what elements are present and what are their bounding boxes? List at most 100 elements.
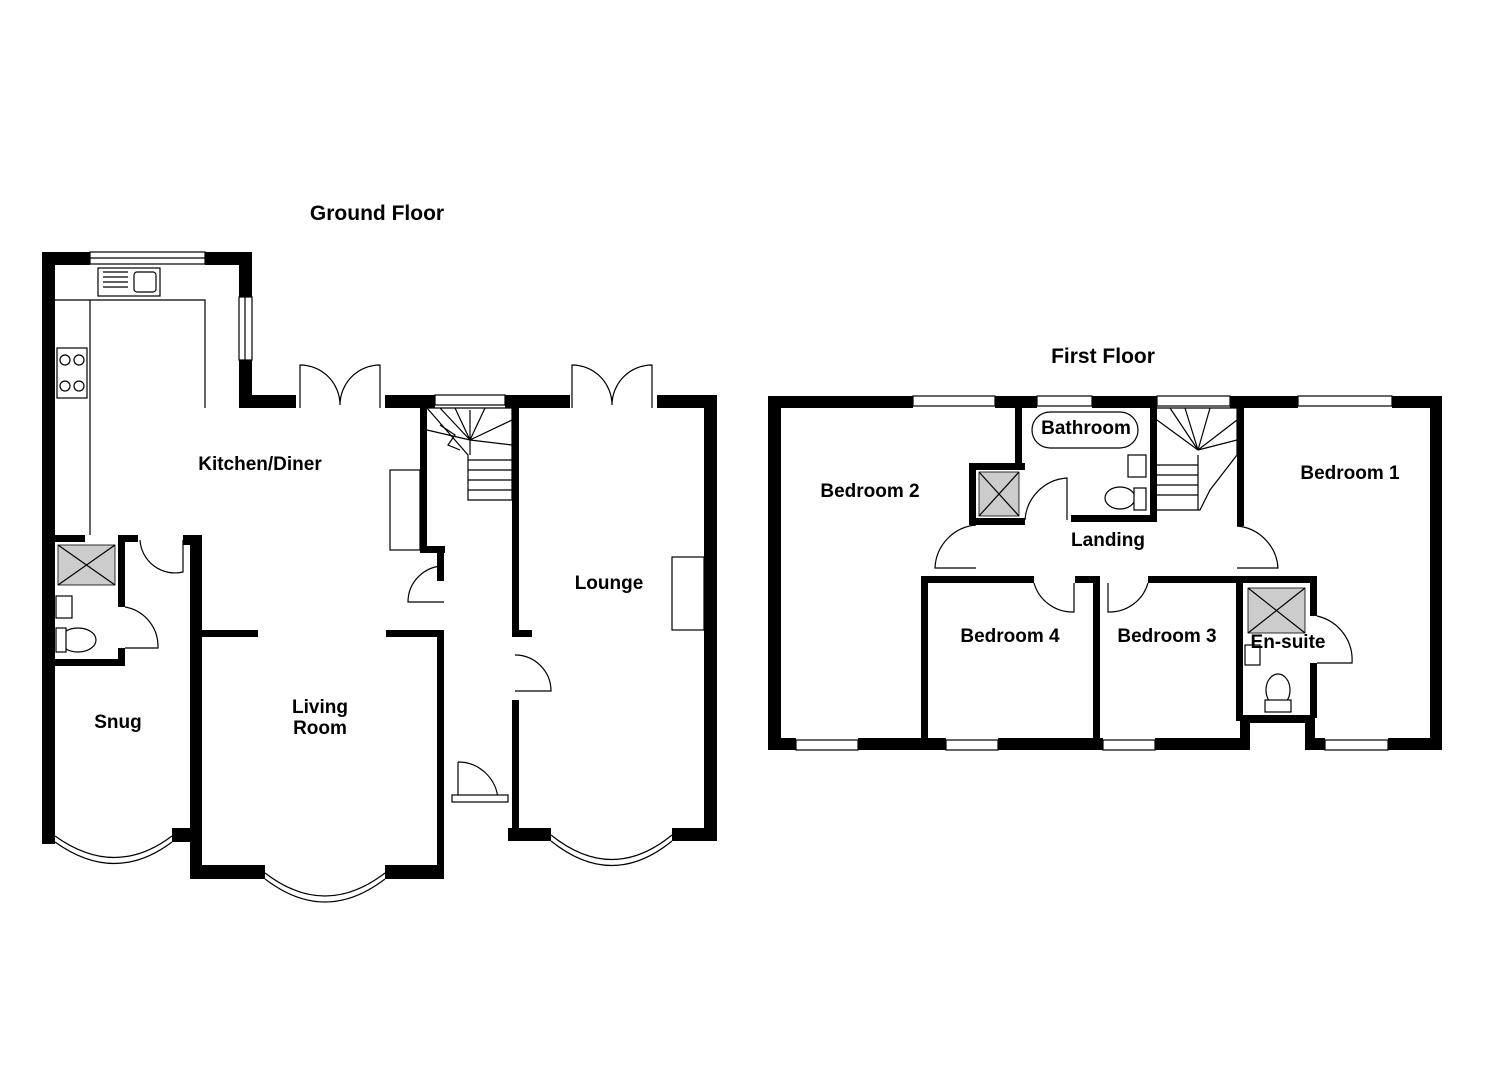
wall: [1075, 576, 1100, 583]
wall: [420, 395, 427, 550]
room-label: Bathroom: [1041, 418, 1131, 439]
wall: [386, 630, 441, 637]
wall: [1310, 576, 1317, 616]
bay-window: [264, 872, 386, 897]
door-arc-icon: [124, 606, 159, 649]
wall: [969, 518, 1025, 525]
wall: [1071, 515, 1157, 522]
wall: [1236, 576, 1243, 721]
door-frame: [451, 794, 509, 803]
bay-window: [264, 878, 386, 903]
wall: [1148, 576, 1243, 583]
wall: [1092, 396, 1157, 408]
wall: [183, 535, 190, 545]
room-label: Bedroom 4: [960, 626, 1060, 647]
room-label: Bedroom 1: [1300, 463, 1400, 484]
french-doors-kitchen-icon: [299, 364, 381, 408]
door-arc-icon: [139, 539, 184, 574]
first-floor-plan: First Floor: [768, 345, 1442, 751]
shower-tray-icon: [978, 471, 1020, 517]
wall: [437, 630, 444, 879]
wall: [48, 659, 125, 666]
wall: [1093, 576, 1100, 746]
wall: [704, 395, 717, 841]
wall: [672, 828, 717, 841]
wall: [657, 395, 717, 408]
toilet-cistern-icon: [55, 627, 67, 653]
hob-ring-icon: [73, 354, 85, 366]
wall: [118, 535, 138, 542]
first-floor-stairs-icon: [1156, 407, 1238, 511]
wall: [42, 252, 90, 265]
wall: [1392, 396, 1442, 408]
ground-floor-title: Ground Floor: [310, 202, 444, 225]
wall: [1388, 738, 1442, 750]
hob-ring-icon: [73, 380, 85, 392]
wall: [1305, 738, 1325, 750]
window: [795, 739, 859, 751]
wall: [437, 546, 444, 581]
shower-tray-icon: [1247, 587, 1306, 634]
drainer-icon: [103, 271, 128, 288]
wall: [190, 535, 202, 879]
door-arc-icon: [1107, 582, 1149, 613]
front-door-icon: [457, 761, 499, 801]
room-label: En-suite: [1251, 632, 1326, 653]
wall: [858, 738, 946, 750]
toilet-cistern-icon: [1264, 699, 1292, 713]
door-arc-icon: [934, 524, 977, 569]
wall: [969, 463, 1025, 470]
ground-floor-plan: Ground Floor: [42, 202, 717, 903]
room-label: Bedroom 2: [820, 481, 919, 502]
door-arc-icon: [514, 654, 552, 692]
wall: [239, 395, 296, 408]
wall: [48, 535, 85, 542]
room-label: Landing: [1071, 530, 1145, 551]
first-floor-title: First Floor: [1051, 345, 1155, 368]
wall: [118, 648, 125, 666]
wall: [1305, 715, 1315, 750]
shower-tray-icon: [57, 544, 116, 586]
wall: [202, 630, 258, 637]
window: [1297, 395, 1393, 407]
chimney-breast: [389, 469, 421, 551]
wall: [385, 395, 435, 408]
wall: [512, 700, 519, 840]
wall: [1236, 576, 1317, 583]
kitchen-worktop: [55, 299, 206, 535]
wall: [385, 865, 443, 879]
window: [945, 739, 999, 751]
wall: [921, 576, 1034, 583]
toilet-icon: [1104, 486, 1136, 510]
hob-ring-icon: [59, 380, 71, 392]
french-doors-lounge-icon: [571, 364, 653, 408]
door-arc-icon: [1024, 477, 1068, 521]
bath-icon: [1031, 411, 1139, 449]
door-arc-icon: [1316, 615, 1353, 664]
room-label-line: Room: [293, 718, 347, 739]
bay-window: [550, 834, 673, 860]
wall: [1230, 396, 1298, 408]
wall: [998, 738, 1103, 750]
wall: [239, 252, 252, 297]
wall: [42, 252, 55, 844]
basin-icon: [1244, 644, 1261, 666]
sink-bowl-icon: [133, 271, 157, 293]
door-arc-icon: [407, 565, 445, 603]
window: [1036, 395, 1093, 407]
wall: [512, 630, 532, 637]
room-label: Lounge: [575, 573, 644, 594]
basin-icon: [55, 595, 73, 619]
hob-icon: [56, 347, 88, 399]
bay-window: [54, 835, 173, 859]
bay-window: [54, 841, 173, 865]
wall: [505, 395, 570, 408]
room-label-line: Living: [292, 697, 348, 718]
bay-window: [550, 840, 673, 866]
chimney-breast: [671, 556, 705, 631]
wall: [1150, 396, 1157, 522]
window: [1324, 739, 1389, 751]
window: [434, 394, 506, 406]
